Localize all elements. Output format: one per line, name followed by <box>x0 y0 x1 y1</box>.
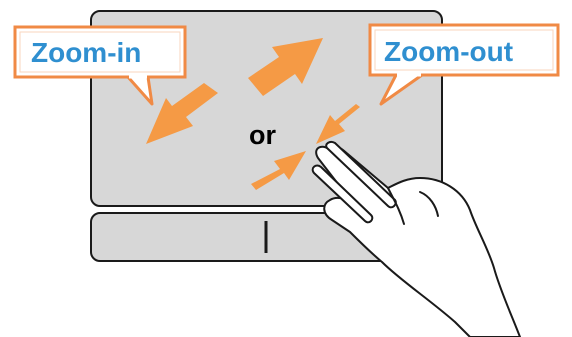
zoom-out-label: Zoom-out <box>384 36 513 67</box>
or-separator-label: or <box>249 120 276 150</box>
zoom-out-callout: Zoom-out <box>370 25 558 104</box>
zoom-in-label: Zoom-in <box>31 37 141 68</box>
